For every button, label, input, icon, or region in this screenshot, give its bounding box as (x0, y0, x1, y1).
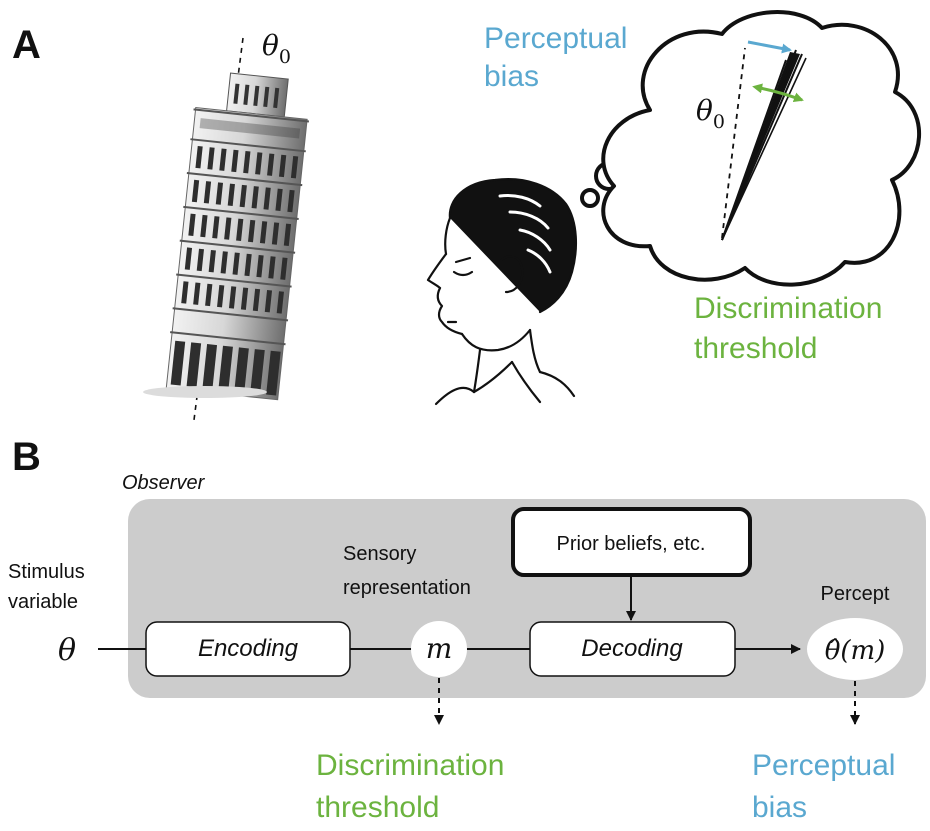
encoding-label: Encoding (198, 635, 299, 662)
decoding-box: Decoding (529, 621, 736, 677)
tower-theta0-label: θ0 (262, 29, 291, 68)
panel-a-label: A (12, 23, 41, 67)
prior-label: Prior beliefs, etc. (557, 533, 706, 555)
m-label: m (426, 632, 453, 665)
observer-label: Observer (122, 472, 206, 494)
stimulus-variable-label: Stimulus variable (8, 561, 90, 613)
discrimination-threshold-arrow (752, 83, 804, 102)
thought-theta0-label: θ0 (696, 94, 725, 133)
theta-hat-label: θ̂(m) (825, 636, 886, 666)
panel-a-discrimination-threshold: Discrimination threshold (694, 292, 891, 365)
m-node: m (411, 621, 467, 677)
leaning-tower-illustration (143, 37, 310, 421)
prior-box: Prior beliefs, etc. (511, 507, 752, 577)
decoding-label: Decoding (581, 635, 683, 662)
observer-head-illustration (426, 178, 578, 406)
panel-a-perceptual-bias: Perceptual bias (484, 22, 636, 93)
percept-label: Percept (821, 583, 890, 605)
observer-hair-highlights (498, 194, 552, 274)
theta-stimulus: θ (58, 633, 76, 668)
sensory-representation-label: Sensory representation (343, 543, 471, 599)
panel-b-label: B (12, 435, 41, 479)
percept-node: θ̂(m) (807, 618, 903, 680)
panel-b-perceptual-bias: Perceptual bias (752, 749, 904, 824)
panel-b-discrimination-threshold: Discrimination threshold (316, 749, 513, 824)
perceptual-bias-arrow (747, 40, 792, 54)
encoding-box: Encoding (145, 621, 351, 677)
